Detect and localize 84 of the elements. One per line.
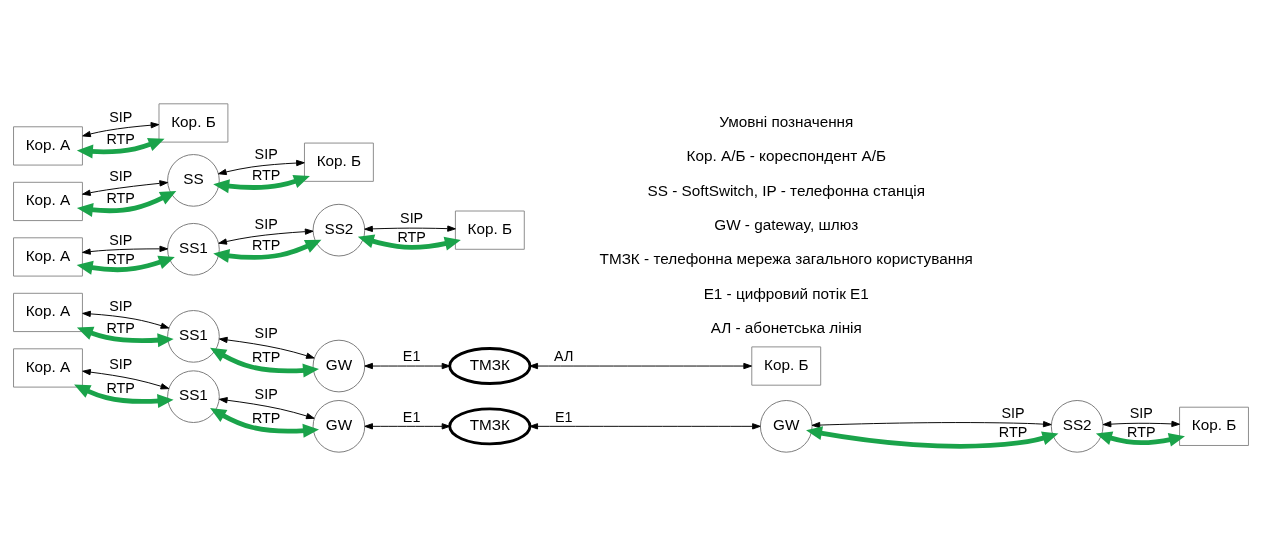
- arrow: [218, 159, 305, 176]
- node-circle: SS2: [312, 203, 366, 257]
- arrow: [82, 310, 170, 329]
- edge-label: RTP: [106, 319, 135, 336]
- edge-label: АЛ: [554, 348, 574, 365]
- label: SS - SoftSwitch, IP - телефонна станція: [647, 181, 925, 199]
- edge-label: RTP: [998, 423, 1028, 440]
- edge-label: E1: [554, 408, 573, 425]
- edge-label: SIP: [254, 146, 278, 163]
- node-circle: GW: [312, 339, 366, 393]
- edge-label: SIP: [1129, 404, 1153, 421]
- edge-label: E1: [402, 408, 421, 425]
- node-ellipse: ТМЗК: [448, 407, 532, 446]
- edge-label: SIP: [254, 325, 278, 342]
- edge-label: RTP: [251, 237, 281, 254]
- node-box: Кор. А: [13, 181, 83, 222]
- node-box: Кор. Б: [158, 103, 229, 143]
- arrow: [1095, 431, 1185, 447]
- arrow: [364, 362, 451, 370]
- edge-label: SIP: [109, 297, 133, 314]
- edge-label: RTP: [251, 349, 281, 366]
- arrow: [213, 239, 322, 263]
- node-box: Кор. Б: [454, 210, 525, 250]
- edge-label: SIP: [109, 109, 133, 126]
- edge-label: RTP: [251, 167, 281, 184]
- node-circle: SS1: [167, 370, 220, 423]
- arrow: [529, 362, 752, 370]
- edge-label: SIP: [254, 216, 278, 233]
- node-circle: GW: [312, 400, 366, 453]
- node-circle: SS: [167, 154, 220, 207]
- edge-label: RTP: [106, 250, 135, 267]
- label: Кор. А/Б - кореспондент А/Б: [686, 147, 886, 165]
- label: АЛ - абонетська лінія: [710, 319, 862, 337]
- node-circle: GW: [759, 400, 813, 453]
- edge-label: SIP: [109, 168, 133, 185]
- arrow: [219, 336, 315, 359]
- arrow: [76, 326, 174, 348]
- arrow: [82, 122, 160, 138]
- arrow: [74, 384, 174, 408]
- edge-label: RTP: [397, 228, 426, 245]
- arrow: [213, 174, 310, 194]
- node-box: Кор. Б: [751, 346, 822, 386]
- arrow: [529, 423, 761, 430]
- arrow: [82, 180, 168, 196]
- node-box: Кор. А: [13, 126, 83, 166]
- arrow: [210, 407, 319, 438]
- node-circle: SS1: [167, 310, 220, 363]
- edge-label: E1: [402, 348, 421, 365]
- arrow: [82, 368, 170, 390]
- node-box: Кор. Б: [1179, 406, 1249, 446]
- node-box: Кор. Б: [303, 142, 374, 182]
- node-circle: SS2: [1050, 400, 1104, 453]
- arrow: [219, 397, 315, 420]
- arrow: [364, 225, 456, 233]
- arrow: [811, 421, 1052, 429]
- arrow: [1102, 420, 1180, 428]
- edge-label: SIP: [109, 231, 133, 248]
- edge-label: SIP: [1001, 404, 1025, 421]
- edge-label: RTP: [106, 379, 135, 396]
- node-circle: SS1: [167, 222, 220, 276]
- edge-label: RTP: [251, 409, 281, 426]
- arrow: [218, 228, 314, 245]
- label: GW - gateway, шлюз: [714, 215, 859, 233]
- edge-label: RTP: [1127, 423, 1156, 440]
- label: Е1 - цифровий потік Е1: [703, 284, 869, 302]
- node-box: Кор. А: [13, 348, 83, 388]
- label: ТМЗК - телефонна мережа загального користування: [599, 250, 973, 268]
- node-box: Кор. А: [13, 292, 83, 333]
- edge-label: SIP: [254, 385, 278, 402]
- arrow: [364, 423, 451, 430]
- arrow: [76, 190, 177, 217]
- arrow: [210, 347, 319, 378]
- arrow: [76, 255, 175, 275]
- edge-label: RTP: [106, 131, 135, 148]
- edge-label: SIP: [400, 210, 424, 227]
- arrow: [357, 234, 461, 251]
- arrow: [806, 426, 1059, 449]
- arrow: [76, 138, 165, 159]
- label: Умовні позначення: [719, 112, 854, 130]
- arrow: [82, 245, 169, 255]
- node-box: Кор. А: [13, 237, 83, 277]
- edge-label: SIP: [109, 355, 133, 372]
- edge-label: RTP: [106, 190, 135, 207]
- node-ellipse: ТМЗК: [448, 347, 532, 385]
